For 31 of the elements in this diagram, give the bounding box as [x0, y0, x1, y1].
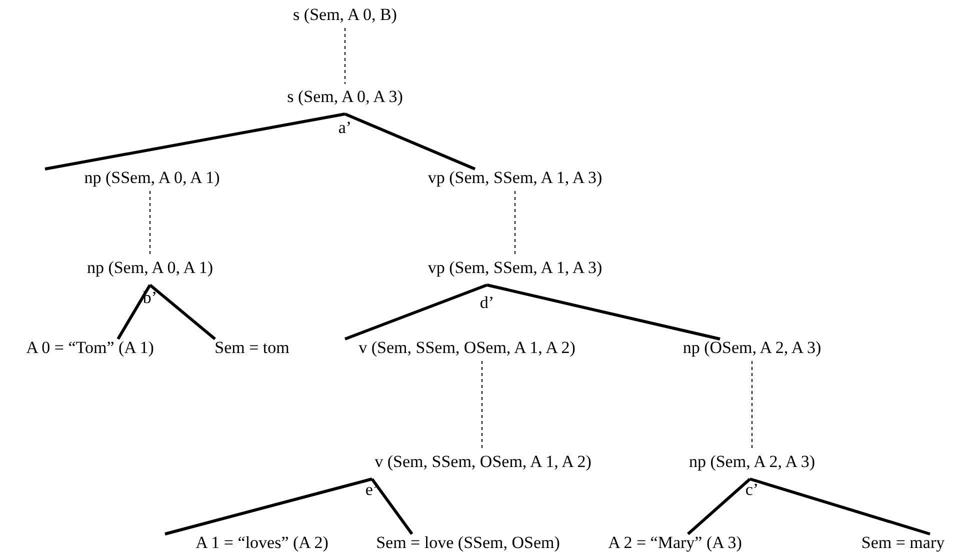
tree-node-label: vp (Sem, SSem, A 1, A 3) — [428, 257, 602, 279]
dashed-line — [514, 190, 516, 256]
branch-label: d’ — [480, 292, 494, 314]
tree-branch-line — [344, 112, 476, 170]
dashed-line — [344, 28, 346, 84]
tree-branch-line — [750, 478, 930, 536]
tree-node-label: vp (Sem, SSem, A 1, A 3) — [428, 167, 602, 189]
tree-branch-line — [44, 112, 346, 170]
tree-node-label: A 0 = “Tom” (A 1) — [26, 337, 154, 359]
tree-node-label: np (SSem, A 0, A 1) — [84, 167, 220, 189]
tree-node-label: s (Sem, A 0, A 3) — [287, 86, 403, 108]
branch-label: c’ — [745, 479, 759, 501]
tree-branch-line — [164, 478, 372, 536]
tree-node-label: np (OSem, A 2, A 3) — [682, 337, 822, 359]
tree-node-label: v (Sem, SSem, OSem, A 1, A 2) — [358, 337, 576, 359]
tree-node-label: A 1 = “loves” (A 2) — [196, 532, 328, 554]
tree-node-label: Sem = tom — [214, 337, 290, 359]
tree-node-label: v (Sem, SSem, OSem, A 1, A 2) — [374, 451, 592, 473]
tree-node-label: np (Sem, A 0, A 1) — [86, 257, 214, 279]
tree-node-label: s (Sem, A 0, B) — [293, 4, 397, 26]
tree-node-label: np (Sem, A 2, A 3) — [688, 451, 816, 473]
tree-node-label: A 2 = “Mary” (A 3) — [608, 532, 742, 554]
tree-branch-line — [370, 478, 414, 535]
tree-node-label: Sem = mary — [861, 532, 945, 554]
tree-branch-line — [116, 284, 152, 340]
tree-branch-line — [687, 478, 751, 536]
tree-branch-line — [486, 284, 720, 340]
tree-node-label: Sem = love (SSem, OSem) — [376, 532, 560, 554]
tree-branch-line — [344, 284, 488, 340]
branch-label: a’ — [338, 117, 352, 139]
tree-branch-line — [149, 284, 216, 340]
